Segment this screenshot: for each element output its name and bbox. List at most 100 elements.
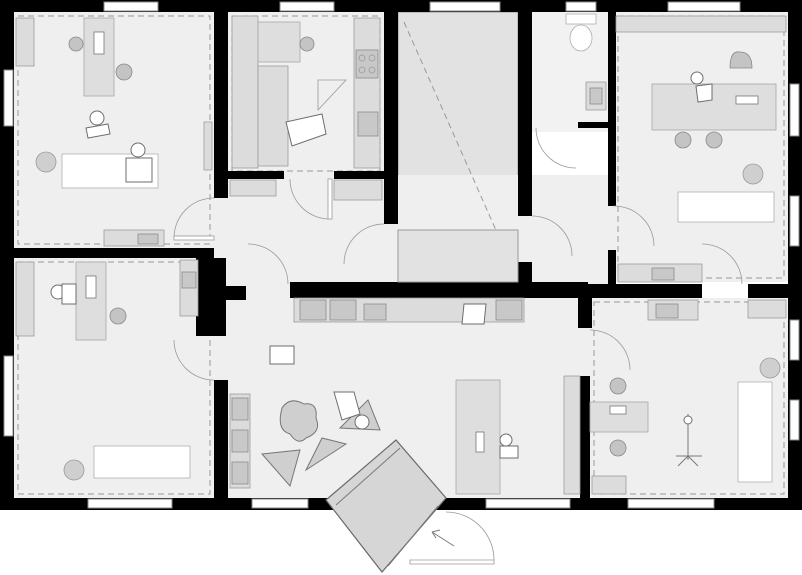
- office-bottom-right-furniture: [589, 299, 787, 495]
- corridor-lounge: [214, 175, 614, 498]
- cabinet: [299, 299, 327, 321]
- cistern: [565, 13, 597, 25]
- window: [667, 1, 741, 12]
- table: [279, 400, 319, 442]
- chair-icon: [109, 307, 127, 325]
- chair-icon: [674, 131, 692, 149]
- chair-icon: [68, 36, 84, 52]
- table: [737, 381, 773, 483]
- wall-m: [578, 284, 702, 298]
- chair-icon: [609, 439, 627, 457]
- cabinet: [495, 299, 523, 321]
- sink-icon: [357, 111, 379, 137]
- windows: [3, 1, 800, 509]
- wall-d: [214, 380, 228, 498]
- shelf: [747, 299, 787, 319]
- chair-icon: [115, 63, 133, 81]
- monitor: [609, 405, 627, 415]
- chair-icon: [705, 131, 723, 149]
- table: [677, 191, 775, 223]
- shelf: [563, 375, 581, 495]
- wall-k: [608, 12, 616, 206]
- door-swing-icon: [589, 329, 631, 371]
- desk: [75, 261, 107, 341]
- shelf: [15, 17, 35, 67]
- plant-icon: [63, 459, 85, 481]
- bike-icon: [676, 414, 702, 467]
- door-leaf: [173, 235, 215, 241]
- wall-a: [214, 12, 228, 198]
- entrance-porch: [325, 439, 447, 573]
- wall-c2: [226, 286, 246, 300]
- radiator: [203, 121, 213, 171]
- wall-k2: [578, 122, 608, 128]
- wall-h: [518, 12, 532, 216]
- wall-g: [384, 12, 398, 224]
- window: [789, 399, 800, 441]
- sink-icon: [137, 233, 159, 245]
- window: [251, 498, 309, 509]
- window: [789, 195, 800, 247]
- person-icon: [461, 303, 487, 325]
- window: [789, 83, 800, 137]
- person-icon: [333, 391, 370, 430]
- stair-diagonal: [403, 21, 511, 263]
- office-top-left-furniture: [15, 17, 213, 247]
- wall-i: [290, 282, 588, 298]
- window: [87, 498, 173, 509]
- chair-icon: [729, 51, 753, 69]
- window: [3, 355, 14, 437]
- island: [257, 65, 289, 167]
- cabinet: [329, 299, 357, 321]
- chair-icon: [304, 437, 348, 472]
- wall-e: [228, 171, 284, 179]
- person-icon: [285, 113, 327, 147]
- counter: [231, 15, 259, 169]
- cushion: [231, 461, 249, 485]
- sink-icon: [655, 303, 679, 319]
- plant-icon: [742, 163, 764, 185]
- desk: [651, 83, 777, 131]
- wall-b: [14, 248, 214, 258]
- window: [3, 69, 14, 127]
- cushion: [231, 397, 249, 421]
- counter: [229, 179, 277, 197]
- plant-icon: [35, 151, 57, 173]
- doors: [173, 127, 743, 381]
- door-leaf: [327, 178, 333, 220]
- monitor: [85, 275, 97, 299]
- window: [279, 1, 335, 12]
- wall-f: [334, 171, 384, 179]
- stairs: [397, 229, 519, 283]
- person-icon: [125, 142, 153, 183]
- counter: [333, 179, 383, 201]
- bathroom-furniture: [565, 13, 607, 111]
- window: [103, 1, 159, 12]
- sink-icon: [181, 271, 197, 289]
- person-icon: [269, 345, 295, 365]
- chair-icon: [609, 377, 627, 395]
- kitchen-furniture: [229, 15, 383, 201]
- dash-bottom-left: [17, 261, 211, 495]
- door-swing-icon: [343, 223, 385, 265]
- door-swing-icon: [173, 339, 215, 381]
- window: [565, 1, 597, 12]
- table: [93, 445, 191, 479]
- counter: [293, 297, 525, 323]
- wall-c: [196, 258, 226, 336]
- door-leaf: [409, 559, 495, 565]
- sink-icon: [363, 303, 387, 321]
- window: [789, 319, 800, 361]
- monitor: [475, 431, 485, 453]
- sink-icon: [651, 267, 675, 281]
- door-swing-icon: [531, 215, 573, 257]
- office-bottom-left-furniture: [15, 259, 199, 481]
- wall-n: [748, 284, 788, 298]
- door-swing-icon: [173, 197, 215, 239]
- window: [627, 498, 715, 509]
- chair-icon: [299, 36, 315, 52]
- lounge-furniture: [229, 297, 581, 495]
- door-swing-icon: [289, 178, 331, 220]
- door-swing-icon: [247, 243, 289, 285]
